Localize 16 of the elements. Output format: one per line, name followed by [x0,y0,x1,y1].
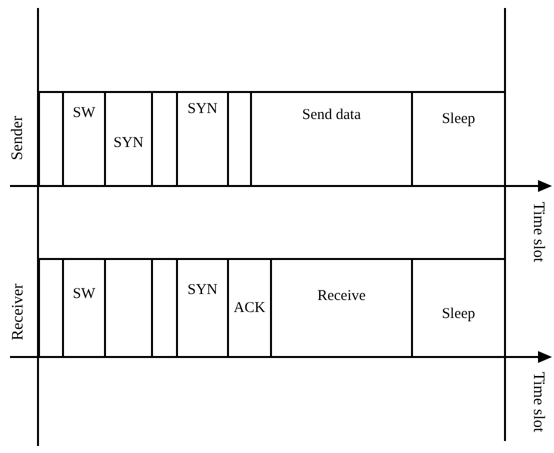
slot-label: Receive [316,288,367,304]
slot-label: SW [72,105,96,121]
time-slot-box [38,258,64,358]
slot-label: SYN [112,135,144,151]
slot-label: SW [72,286,96,302]
slot-label: Sleep [440,306,476,322]
slot-label: Sleep [440,111,476,127]
slot-label: SYN [186,282,218,298]
slot-label: ACK [232,300,266,316]
time-slot-box [38,91,64,187]
slot-label: SYN [186,101,218,117]
row-label: Sender [9,116,28,160]
axis-label: Time slot [529,202,548,262]
axis-label: Time slot [529,372,548,432]
slot-label: Send data [301,107,362,123]
row-label: Receiver [8,284,27,340]
